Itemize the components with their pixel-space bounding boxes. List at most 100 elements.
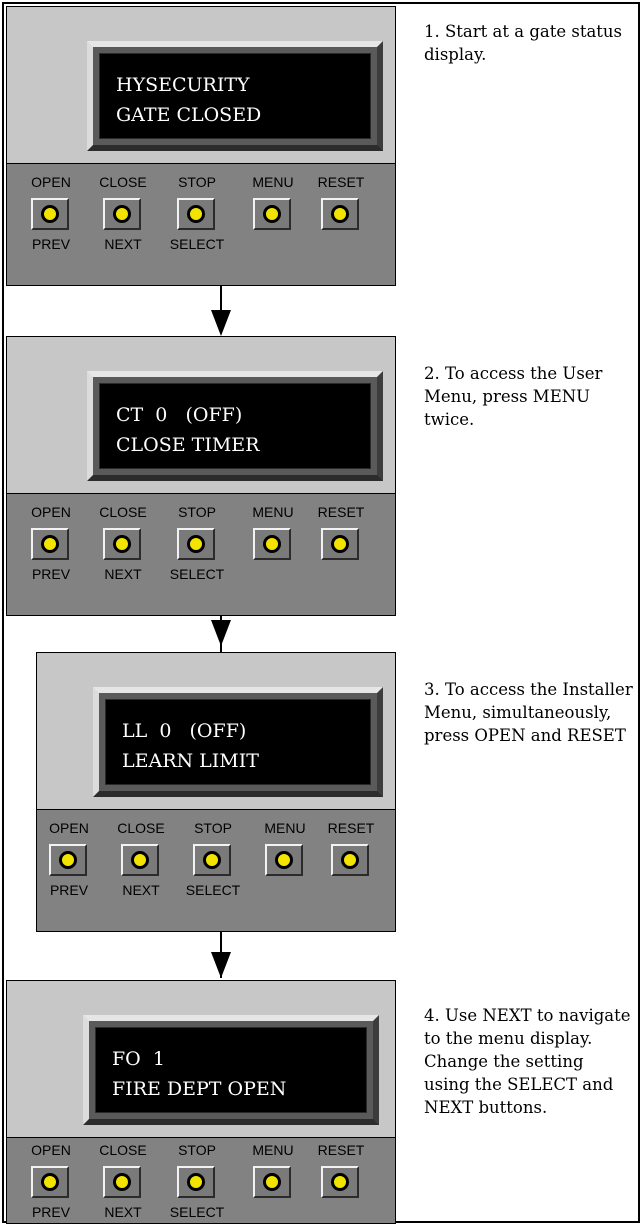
button-key[interactable]	[321, 528, 359, 560]
led-indicator-icon	[331, 1173, 349, 1191]
button-key[interactable]	[177, 1166, 215, 1198]
step-4-text: 4. Use NEXT to navigate to the menu disp…	[424, 1006, 631, 1117]
button-label: CLOSE	[99, 174, 147, 190]
button-label: RESET	[317, 1142, 365, 1158]
button-key[interactable]	[177, 528, 215, 560]
button-strip: OPEN PREV CLOSE NEXT STOP SELECT MENU RE…	[36, 810, 396, 932]
button-sublabel: SELECT	[169, 566, 225, 582]
button-sublabel: PREV	[31, 566, 71, 582]
button-sublabel: SELECT	[169, 236, 225, 252]
led-indicator-icon	[41, 535, 59, 553]
button-label: CLOSE	[99, 1142, 147, 1158]
button-key[interactable]	[31, 528, 69, 560]
button-key[interactable]	[31, 198, 69, 230]
button-label: RESET	[317, 504, 365, 520]
led-indicator-icon	[59, 851, 77, 869]
flow-arrow-line	[220, 286, 222, 328]
button-label: MENU	[264, 820, 306, 836]
button-key[interactable]	[103, 1166, 141, 1198]
led-indicator-icon	[263, 535, 281, 553]
button-key[interactable]	[265, 844, 303, 876]
lcd-screen: FO 1 FIRE DEPT OPEN	[95, 1027, 367, 1113]
display-line-1: FO 1	[112, 1048, 165, 1070]
button-sublabel: NEXT	[122, 882, 160, 898]
button-label: OPEN	[49, 820, 89, 836]
control-panel-3: LL 0 (OFF) LEARN LIMIT OPEN PREV CLOSE N…	[36, 652, 396, 932]
button-key[interactable]	[103, 528, 141, 560]
led-indicator-icon	[331, 535, 349, 553]
display-line-1: LL 0 (OFF)	[122, 720, 247, 742]
button-sublabel: NEXT	[104, 236, 142, 252]
button-sublabel: PREV	[31, 236, 71, 252]
led-indicator-icon	[41, 205, 59, 223]
display-housing: HYSECURITY GATE CLOSED	[6, 6, 396, 164]
button-label: STOP	[178, 174, 216, 190]
display-line-2: LEARN LIMIT	[122, 750, 259, 772]
led-indicator-icon	[131, 851, 149, 869]
button-label: STOP	[178, 1142, 216, 1158]
display-line-2: FIRE DEPT OPEN	[112, 1078, 287, 1100]
led-indicator-icon	[187, 205, 205, 223]
led-indicator-icon	[203, 851, 221, 869]
display-housing: LL 0 (OFF) LEARN LIMIT	[36, 652, 396, 810]
control-panel-1: HYSECURITY GATE CLOSED OPEN PREV CLOSE N…	[6, 6, 396, 286]
button-key[interactable]	[253, 1166, 291, 1198]
led-indicator-icon	[113, 535, 131, 553]
lcd-screen: LL 0 (OFF) LEARN LIMIT	[105, 699, 371, 785]
step-3-text: 3. To access the Installer Menu, simulta…	[424, 680, 633, 745]
button-key[interactable]	[253, 198, 291, 230]
button-sublabel: SELECT	[185, 882, 241, 898]
button-label: OPEN	[31, 504, 71, 520]
led-indicator-icon	[187, 1173, 205, 1191]
led-indicator-icon	[341, 851, 359, 869]
led-indicator-icon	[263, 205, 281, 223]
button-key[interactable]	[103, 198, 141, 230]
display-line-2: GATE CLOSED	[116, 104, 262, 126]
led-indicator-icon	[41, 1173, 59, 1191]
control-panel-2: CT 0 (OFF) CLOSE TIMER OPEN PREV CLOSE N…	[6, 336, 396, 616]
down-arrow-icon	[211, 620, 231, 646]
display-bezel: LL 0 (OFF) LEARN LIMIT	[93, 687, 383, 797]
led-indicator-icon	[263, 1173, 281, 1191]
button-sublabel: PREV	[31, 1204, 71, 1220]
button-key[interactable]	[177, 198, 215, 230]
led-indicator-icon	[113, 1173, 131, 1191]
display-bezel: FO 1 FIRE DEPT OPEN	[83, 1015, 379, 1125]
display-line-1: HYSECURITY	[116, 74, 250, 96]
button-sublabel: SELECT	[169, 1204, 225, 1220]
button-key[interactable]	[121, 844, 159, 876]
button-key[interactable]	[321, 198, 359, 230]
display-bezel: CT 0 (OFF) CLOSE TIMER	[87, 371, 383, 481]
button-label: OPEN	[31, 1142, 71, 1158]
down-arrow-icon	[211, 952, 231, 978]
display-bezel: HYSECURITY GATE CLOSED	[87, 41, 383, 151]
button-label: CLOSE	[99, 504, 147, 520]
control-panel-4: FO 1 FIRE DEPT OPEN OPEN PREV CLOSE NEXT…	[6, 980, 396, 1226]
button-key[interactable]	[49, 844, 87, 876]
button-strip: OPEN PREV CLOSE NEXT STOP SELECT MENU RE…	[6, 1138, 396, 1224]
step-1-text: 1. Start at a gate status display.	[424, 22, 623, 64]
button-key[interactable]	[321, 1166, 359, 1198]
button-label: MENU	[252, 504, 294, 520]
button-key[interactable]	[193, 844, 231, 876]
led-indicator-icon	[187, 535, 205, 553]
button-label: RESET	[327, 820, 375, 836]
button-label: CLOSE	[117, 820, 165, 836]
button-label: STOP	[194, 820, 232, 836]
down-arrow-icon	[211, 310, 231, 336]
display-line-2: CLOSE TIMER	[116, 434, 260, 456]
lcd-screen: HYSECURITY GATE CLOSED	[99, 53, 371, 139]
button-label: MENU	[252, 1142, 294, 1158]
button-key[interactable]	[331, 844, 369, 876]
button-key[interactable]	[253, 528, 291, 560]
button-strip: OPEN PREV CLOSE NEXT STOP SELECT MENU RE…	[6, 164, 396, 286]
button-label: RESET	[317, 174, 365, 190]
button-label: STOP	[178, 504, 216, 520]
button-sublabel: PREV	[49, 882, 89, 898]
button-label: OPEN	[31, 174, 71, 190]
button-key[interactable]	[31, 1166, 69, 1198]
button-sublabel: NEXT	[104, 1204, 142, 1220]
step-2-text: 2. To access the User Menu, press MENU t…	[424, 364, 603, 429]
button-label: MENU	[252, 174, 294, 190]
